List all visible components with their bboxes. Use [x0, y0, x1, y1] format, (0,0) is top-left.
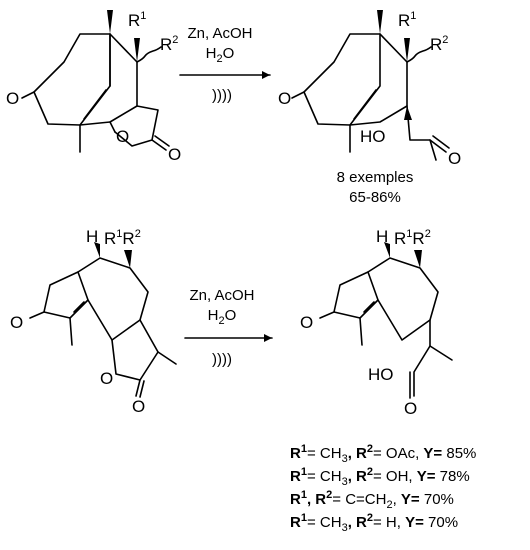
p2-methyl — [359, 317, 363, 346]
p1-acid-carbonyl — [429, 135, 450, 153]
reaction-1-conditions: Zn, AcOH H2O )))) — [179, 25, 271, 104]
r1-solvent: H2O — [206, 45, 235, 65]
sm1-ketone-bond — [21, 91, 35, 99]
p1-r2-label: R2 — [430, 34, 448, 54]
sm1-r1-label: R1 — [128, 10, 146, 30]
sm2-methyl — [69, 317, 73, 346]
sm2-ketone-o: O — [10, 313, 23, 332]
p1-r1-label: R1 — [398, 10, 416, 30]
sm1-ketone-o: O — [6, 89, 19, 108]
sm2-r-label: R1R2 — [104, 228, 141, 248]
p1-ring-b — [349, 33, 408, 126]
p2-ketone — [319, 311, 335, 319]
r1-note-line1: 8 exemples — [337, 169, 414, 186]
r1-arrow-head — [262, 71, 270, 79]
p1-r2-wavy — [406, 46, 432, 63]
p1-ring-a-double — [353, 89, 377, 120]
sm2-lactone — [111, 319, 159, 381]
p2-ketone-o: O — [300, 313, 313, 332]
reaction-2-starting-material: H R1R2 O O O — [10, 227, 177, 416]
r1-note-line2: 65-86% — [349, 189, 401, 206]
sm1-lactone-ring-o: O — [116, 127, 129, 146]
p2-r-wedge — [414, 250, 422, 268]
sm2-h-wedge — [94, 242, 100, 258]
p2-r-label: R1R2 — [394, 228, 431, 248]
p1-r1-wedge — [404, 38, 410, 62]
sm1-lactone-carbonyl — [151, 135, 170, 151]
sm2-methyl-2 — [157, 351, 177, 365]
p2-side-chain — [413, 319, 431, 397]
p1-chain-wedge — [404, 106, 412, 120]
sm1-r2-wavy — [136, 46, 162, 63]
sm1-ring-a-double — [83, 89, 107, 120]
sm2-lactone-carbonyl-o: O — [132, 397, 145, 416]
result-line-4: R1= CH3, R2= H, Y= 70% — [290, 512, 458, 534]
r2-arrow-head — [264, 334, 272, 342]
sm1-lactone-c-o — [109, 121, 116, 133]
r1-reagents: Zn, AcOH — [187, 25, 252, 42]
sm1-ring-b — [79, 33, 138, 126]
p2-acid-ho: HO — [368, 365, 394, 384]
sm1-lactone-carbonyl-o: O — [168, 145, 181, 164]
p2-h-label: H — [376, 227, 388, 246]
sm1-ring-a — [33, 33, 111, 126]
p2-cyclopentenone — [333, 271, 379, 319]
p1-ketone-o: O — [278, 89, 291, 108]
sm2-seven-ring — [77, 257, 149, 341]
p1-ring-a — [303, 33, 381, 126]
sm2-ketone — [29, 311, 45, 319]
result-line-1: R1= CH3, R2= OAc, Y= 85% — [290, 443, 476, 465]
p1-acid-ho: HO — [360, 127, 386, 146]
p2-seven-ring — [367, 257, 439, 341]
sm2-cyclopentenone — [43, 271, 89, 319]
r2-solvent: H2O — [208, 307, 237, 327]
reaction-1-starting-material: O O O R1 R2 — [6, 10, 181, 164]
results-list: R1= CH3, R2= OAc, Y= 85% R1= CH3, R2= OH… — [290, 443, 476, 534]
sm1-r2-label: R2 — [160, 34, 178, 54]
reaction-2-conditions: Zn, AcOH H2O )))) — [184, 287, 273, 368]
sm2-h-label: H — [86, 227, 98, 246]
p1-acid-o: O — [448, 149, 461, 168]
sm2-lactone-carbonyl — [135, 379, 145, 398]
p2-ring-double — [363, 301, 375, 313]
p2-acid-o: O — [404, 399, 417, 418]
sm2-r-wedge — [124, 250, 132, 268]
r2-ultrasound: )))) — [212, 351, 232, 368]
p1-ketone-bond — [291, 91, 305, 99]
p1-angular-methyl — [377, 10, 383, 34]
r1-ultrasound: )))) — [212, 87, 232, 104]
sm1-angular-methyl — [107, 10, 113, 34]
r2-reagents: Zn, AcOH — [189, 287, 254, 304]
p2-h-wedge — [384, 242, 390, 258]
sm2-ring-double — [73, 301, 85, 313]
p2-side-methyl — [429, 345, 453, 361]
sm1-r1-wedge — [134, 38, 140, 62]
result-line-2: R1= CH3, R2= OH, Y= 78% — [290, 466, 470, 488]
p1-side-chain — [406, 105, 437, 161]
result-line-3: R1, R2= C=CH2, Y= 70% — [290, 489, 454, 511]
reaction-2-product: H R1R2 O HO O — [300, 227, 453, 418]
sm2-lactone-ring-o: O — [100, 369, 113, 388]
reaction-1-product: O HO O R1 R2 8 exemples 65-86% — [278, 10, 461, 206]
